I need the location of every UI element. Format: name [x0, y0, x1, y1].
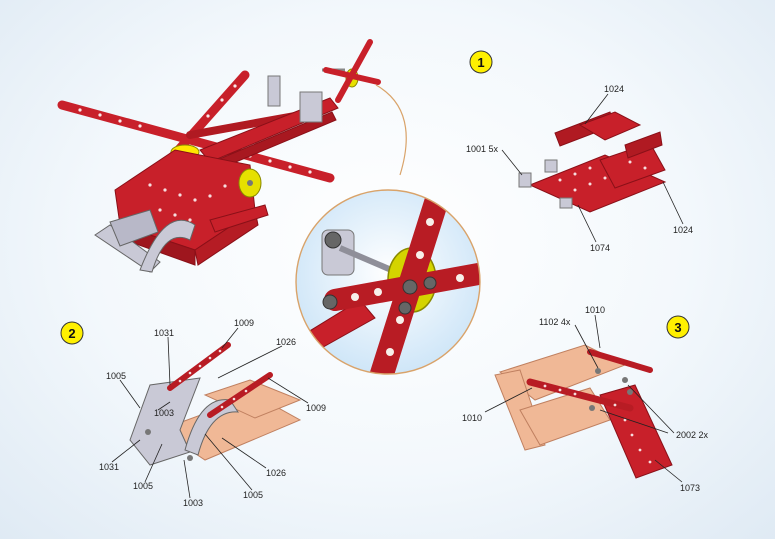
part-label: 1005: [243, 490, 263, 500]
step-1-parts: [518, 111, 667, 213]
svg-text:2: 2: [68, 326, 75, 341]
tail-boom: [199, 68, 345, 173]
part-label: 2002 2x: [676, 430, 709, 440]
step-1-callouts: [501, 93, 684, 243]
part-label: 1024: [604, 84, 624, 94]
part-label: 1031: [154, 328, 174, 338]
part-label: 1024: [673, 225, 693, 235]
zoom-detail-circle: [295, 189, 481, 375]
step-3-callouts: [484, 314, 683, 483]
step-1-group: 1 1024 1001 5x 1074 1024: [466, 50, 693, 253]
part-label: 1010: [462, 413, 482, 423]
part-label: 1026: [276, 337, 296, 347]
step-2-callouts: [111, 327, 309, 499]
part-label: 1009: [234, 318, 254, 328]
step-2-parts: [129, 342, 302, 466]
step-3-parts: [494, 344, 673, 479]
zoom-connector: [375, 84, 407, 176]
part-label: 1102 4x: [539, 317, 571, 327]
svg-text:1: 1: [477, 55, 484, 70]
landing-frame: [94, 204, 269, 273]
part-label: 1010: [585, 305, 605, 315]
step-2-group: 2 10: [60, 318, 326, 508]
part-label: 1026: [266, 468, 286, 478]
step-1-badge: 1: [469, 50, 493, 74]
tail-rotor: [323, 39, 381, 103]
part-label: 1009: [306, 403, 326, 413]
step-3-badge: 3: [666, 315, 690, 339]
part-label: 1003: [154, 408, 174, 418]
part-label: 1073: [680, 483, 700, 493]
part-label: 1005: [133, 481, 153, 491]
part-label: 1003: [183, 498, 203, 508]
part-label: 1074: [590, 243, 610, 253]
part-label: 1005: [106, 371, 126, 381]
part-label: 1031: [99, 462, 119, 472]
step-3-group: 3 1102 4x 1010 1010: [462, 305, 709, 493]
helicopter-model: [57, 39, 381, 273]
part-label: 1001 5x: [466, 144, 499, 154]
svg-text:3: 3: [674, 320, 681, 335]
step-2-badge: 2: [60, 321, 84, 345]
